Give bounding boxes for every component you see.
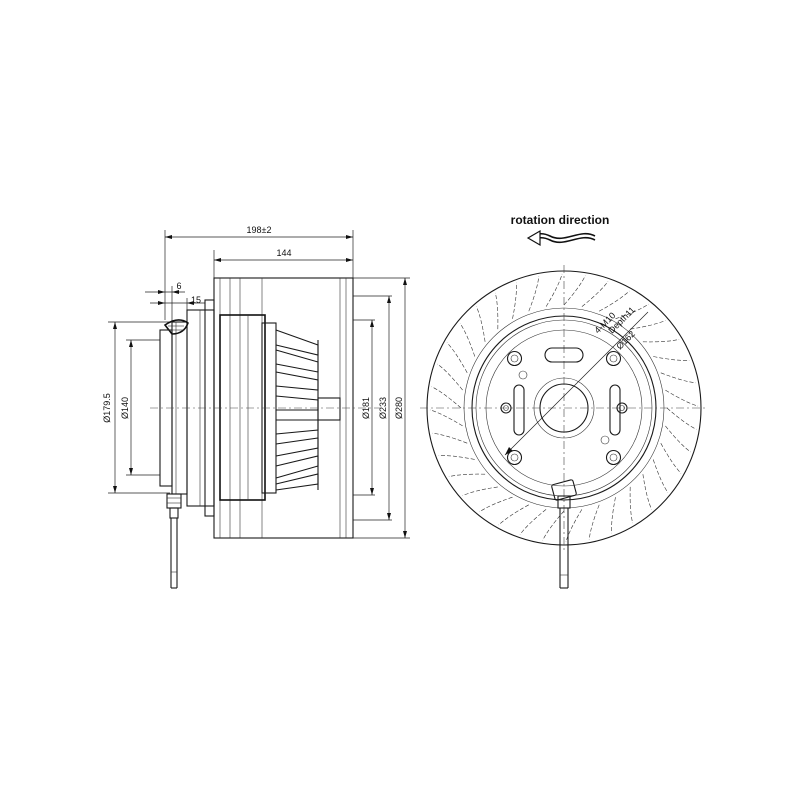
impeller-blade (542, 510, 565, 541)
impeller-blade (448, 473, 486, 477)
impeller-blade (446, 342, 468, 373)
impeller-blade (431, 386, 462, 409)
impeller-blade (432, 432, 468, 444)
impeller-blade (588, 504, 600, 540)
mounting-hole-inner (510, 354, 519, 363)
impeller-blade (528, 276, 540, 312)
impeller-blade (476, 306, 486, 342)
impeller-blade (429, 409, 463, 427)
impeller-blade (652, 459, 669, 493)
impeller-blade (512, 282, 517, 319)
impeller-blade (629, 486, 633, 524)
impeller-blade (462, 486, 498, 496)
impeller-blade (565, 509, 583, 543)
impeller-blade (438, 455, 475, 460)
top-fitting-icon (163, 319, 189, 335)
mounting-hole-inner (609, 354, 618, 363)
impeller-blade (498, 504, 529, 526)
dim-left-diameters: Ø179.5 Ø140 (102, 321, 170, 494)
dim-280-label: Ø280 (394, 397, 404, 419)
impeller-blade (545, 273, 563, 307)
mounting-hole (616, 402, 628, 414)
impeller-blade (563, 275, 586, 306)
impeller-blade (479, 496, 513, 513)
dim-flange-offsets: 6 15 (145, 281, 205, 322)
label-slot (544, 347, 584, 363)
impeller-blade (495, 292, 499, 330)
pcd-annotation: 4-M10 Depth11 Ø162 (504, 305, 649, 456)
dim-181-label: Ø181 (361, 397, 371, 419)
mounting-holes (500, 350, 628, 466)
rotation-arrow-icon (526, 229, 596, 247)
cable-front (551, 479, 577, 589)
dim-flange-thickness-label: 15 (191, 295, 201, 305)
impeller-blade (519, 509, 547, 535)
front-view: rotation direction 4- (420, 213, 708, 589)
mounting-hole (605, 350, 622, 367)
rotation-direction-label: rotation direction (511, 213, 610, 227)
impeller-blade (665, 425, 691, 453)
mounting-hole (506, 350, 523, 367)
dim-flange-offset-label: 6 (176, 281, 181, 291)
impeller-blade (581, 281, 609, 307)
label-slot-right (609, 384, 621, 436)
dim-wheel-width: 144 (213, 248, 353, 300)
impeller-blade (665, 389, 699, 407)
cable-side (166, 493, 182, 589)
dim-outer-flange-label: Ø179.5 (102, 393, 112, 423)
dim-overall-length-label: 198±2 (247, 225, 272, 235)
dim-right-diameters: Ø181 Ø233 Ø280 (353, 277, 410, 539)
impeller-blades (429, 273, 699, 543)
mounting-hole (605, 449, 622, 466)
dim-overall-length: 198±2 (164, 225, 354, 320)
dim-wheel-width-label: 144 (276, 248, 291, 258)
cooling-fins (275, 329, 341, 491)
dim-spigot-label: Ø140 (120, 397, 130, 419)
impeller-side (150, 277, 380, 539)
label-slot-left (513, 384, 525, 436)
mounting-hole-inner (609, 453, 618, 462)
impeller-blade (666, 407, 697, 430)
impeller-blade (642, 474, 652, 510)
impeller-blade (630, 320, 666, 330)
impeller-blade (642, 339, 680, 343)
impeller-blade (611, 497, 616, 534)
impeller-blade (660, 443, 682, 474)
side-view: 198±2 144 6 15 (102, 225, 410, 589)
impeller-blade (459, 323, 476, 357)
impeller-blade (437, 363, 463, 391)
dim-233-label: Ø233 (378, 397, 388, 419)
mounting-hole (500, 402, 512, 414)
mounting-hole-inner (503, 405, 509, 411)
impeller-blade (615, 303, 649, 320)
impeller-blade (599, 290, 630, 312)
mounting-hole-inner (510, 453, 519, 462)
impeller-blade (653, 356, 690, 361)
mounting-hole (506, 449, 523, 466)
impeller-blade (660, 372, 696, 384)
